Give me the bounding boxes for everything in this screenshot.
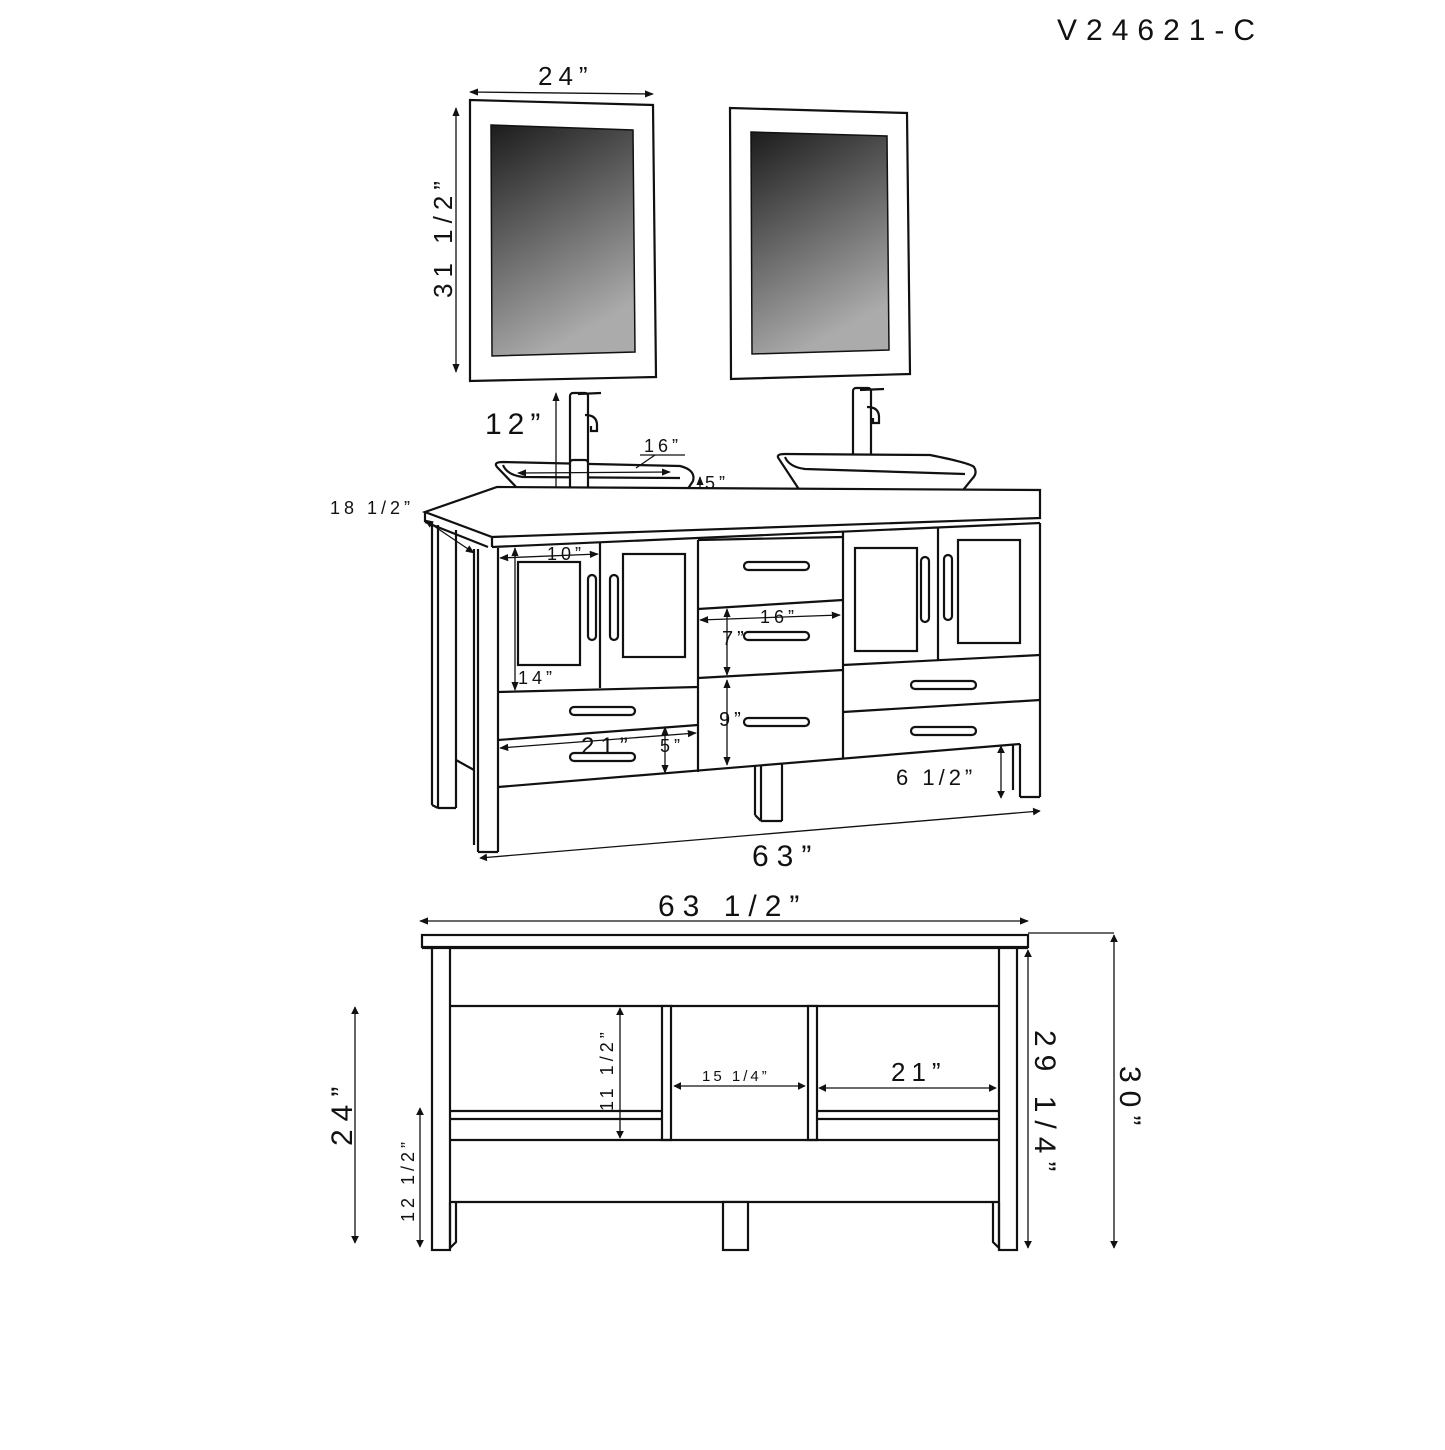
countertop bbox=[421, 485, 1042, 549]
door-width-label: 10” bbox=[547, 544, 585, 564]
leg-clearance-label: 6 1/2” bbox=[896, 765, 976, 790]
cabinet-width-dimension-line bbox=[479, 807, 1041, 862]
center-drawer-height-label: 7” bbox=[722, 628, 748, 650]
door-height-label: 14” bbox=[518, 668, 556, 688]
cabinet-front-stile-left bbox=[476, 548, 500, 854]
mirror-width-label: 24” bbox=[538, 61, 594, 91]
side-opening-label: 21” bbox=[891, 1057, 947, 1087]
sink-width-dimension-line bbox=[517, 468, 671, 477]
center-opening-label: 15 1/4” bbox=[702, 1068, 770, 1085]
total-height-label: 30” bbox=[1113, 1066, 1146, 1133]
side-drawer-height-label: 5” bbox=[660, 736, 684, 756]
cabinet-front-stile-right bbox=[1011, 523, 1042, 799]
model-number: V24621-C bbox=[1057, 14, 1264, 47]
shelf-height-label: 12 1/2” bbox=[398, 1138, 418, 1222]
sink-width-label: 16” bbox=[644, 436, 682, 456]
center-bottom-drawer-height-label: 9” bbox=[719, 709, 745, 731]
front-view-cabinet bbox=[420, 933, 1030, 1252]
center-drawer-width-dimension-line bbox=[699, 611, 841, 624]
faucet-height-label: 12” bbox=[485, 408, 546, 441]
compartment-height-label: 11 1/2” bbox=[597, 1028, 617, 1111]
mirror-left bbox=[468, 98, 658, 383]
base-height-label: 24” bbox=[326, 1079, 359, 1146]
top-width-label: 63 1/2” bbox=[658, 890, 807, 923]
side-drawer-width-label: 21” bbox=[581, 733, 634, 760]
mirror-height-label: 31 1/2” bbox=[428, 175, 458, 298]
countertop-depth-dimension-line bbox=[424, 519, 475, 554]
inner-height-label: 29 1/4” bbox=[1028, 1030, 1061, 1179]
countertop-depth-label: 18 1/2” bbox=[330, 498, 414, 518]
right-door-section bbox=[842, 528, 1041, 737]
mirror-width-dimension-line bbox=[469, 88, 654, 98]
mirror-right bbox=[728, 106, 912, 381]
cabinet-side-panel bbox=[430, 522, 476, 845]
left-door-section bbox=[497, 540, 1021, 789]
center-drawer-width-label: 16” bbox=[760, 607, 798, 627]
cabinet-width-label: 63” bbox=[752, 840, 819, 873]
center-drawer-stack bbox=[697, 532, 845, 823]
